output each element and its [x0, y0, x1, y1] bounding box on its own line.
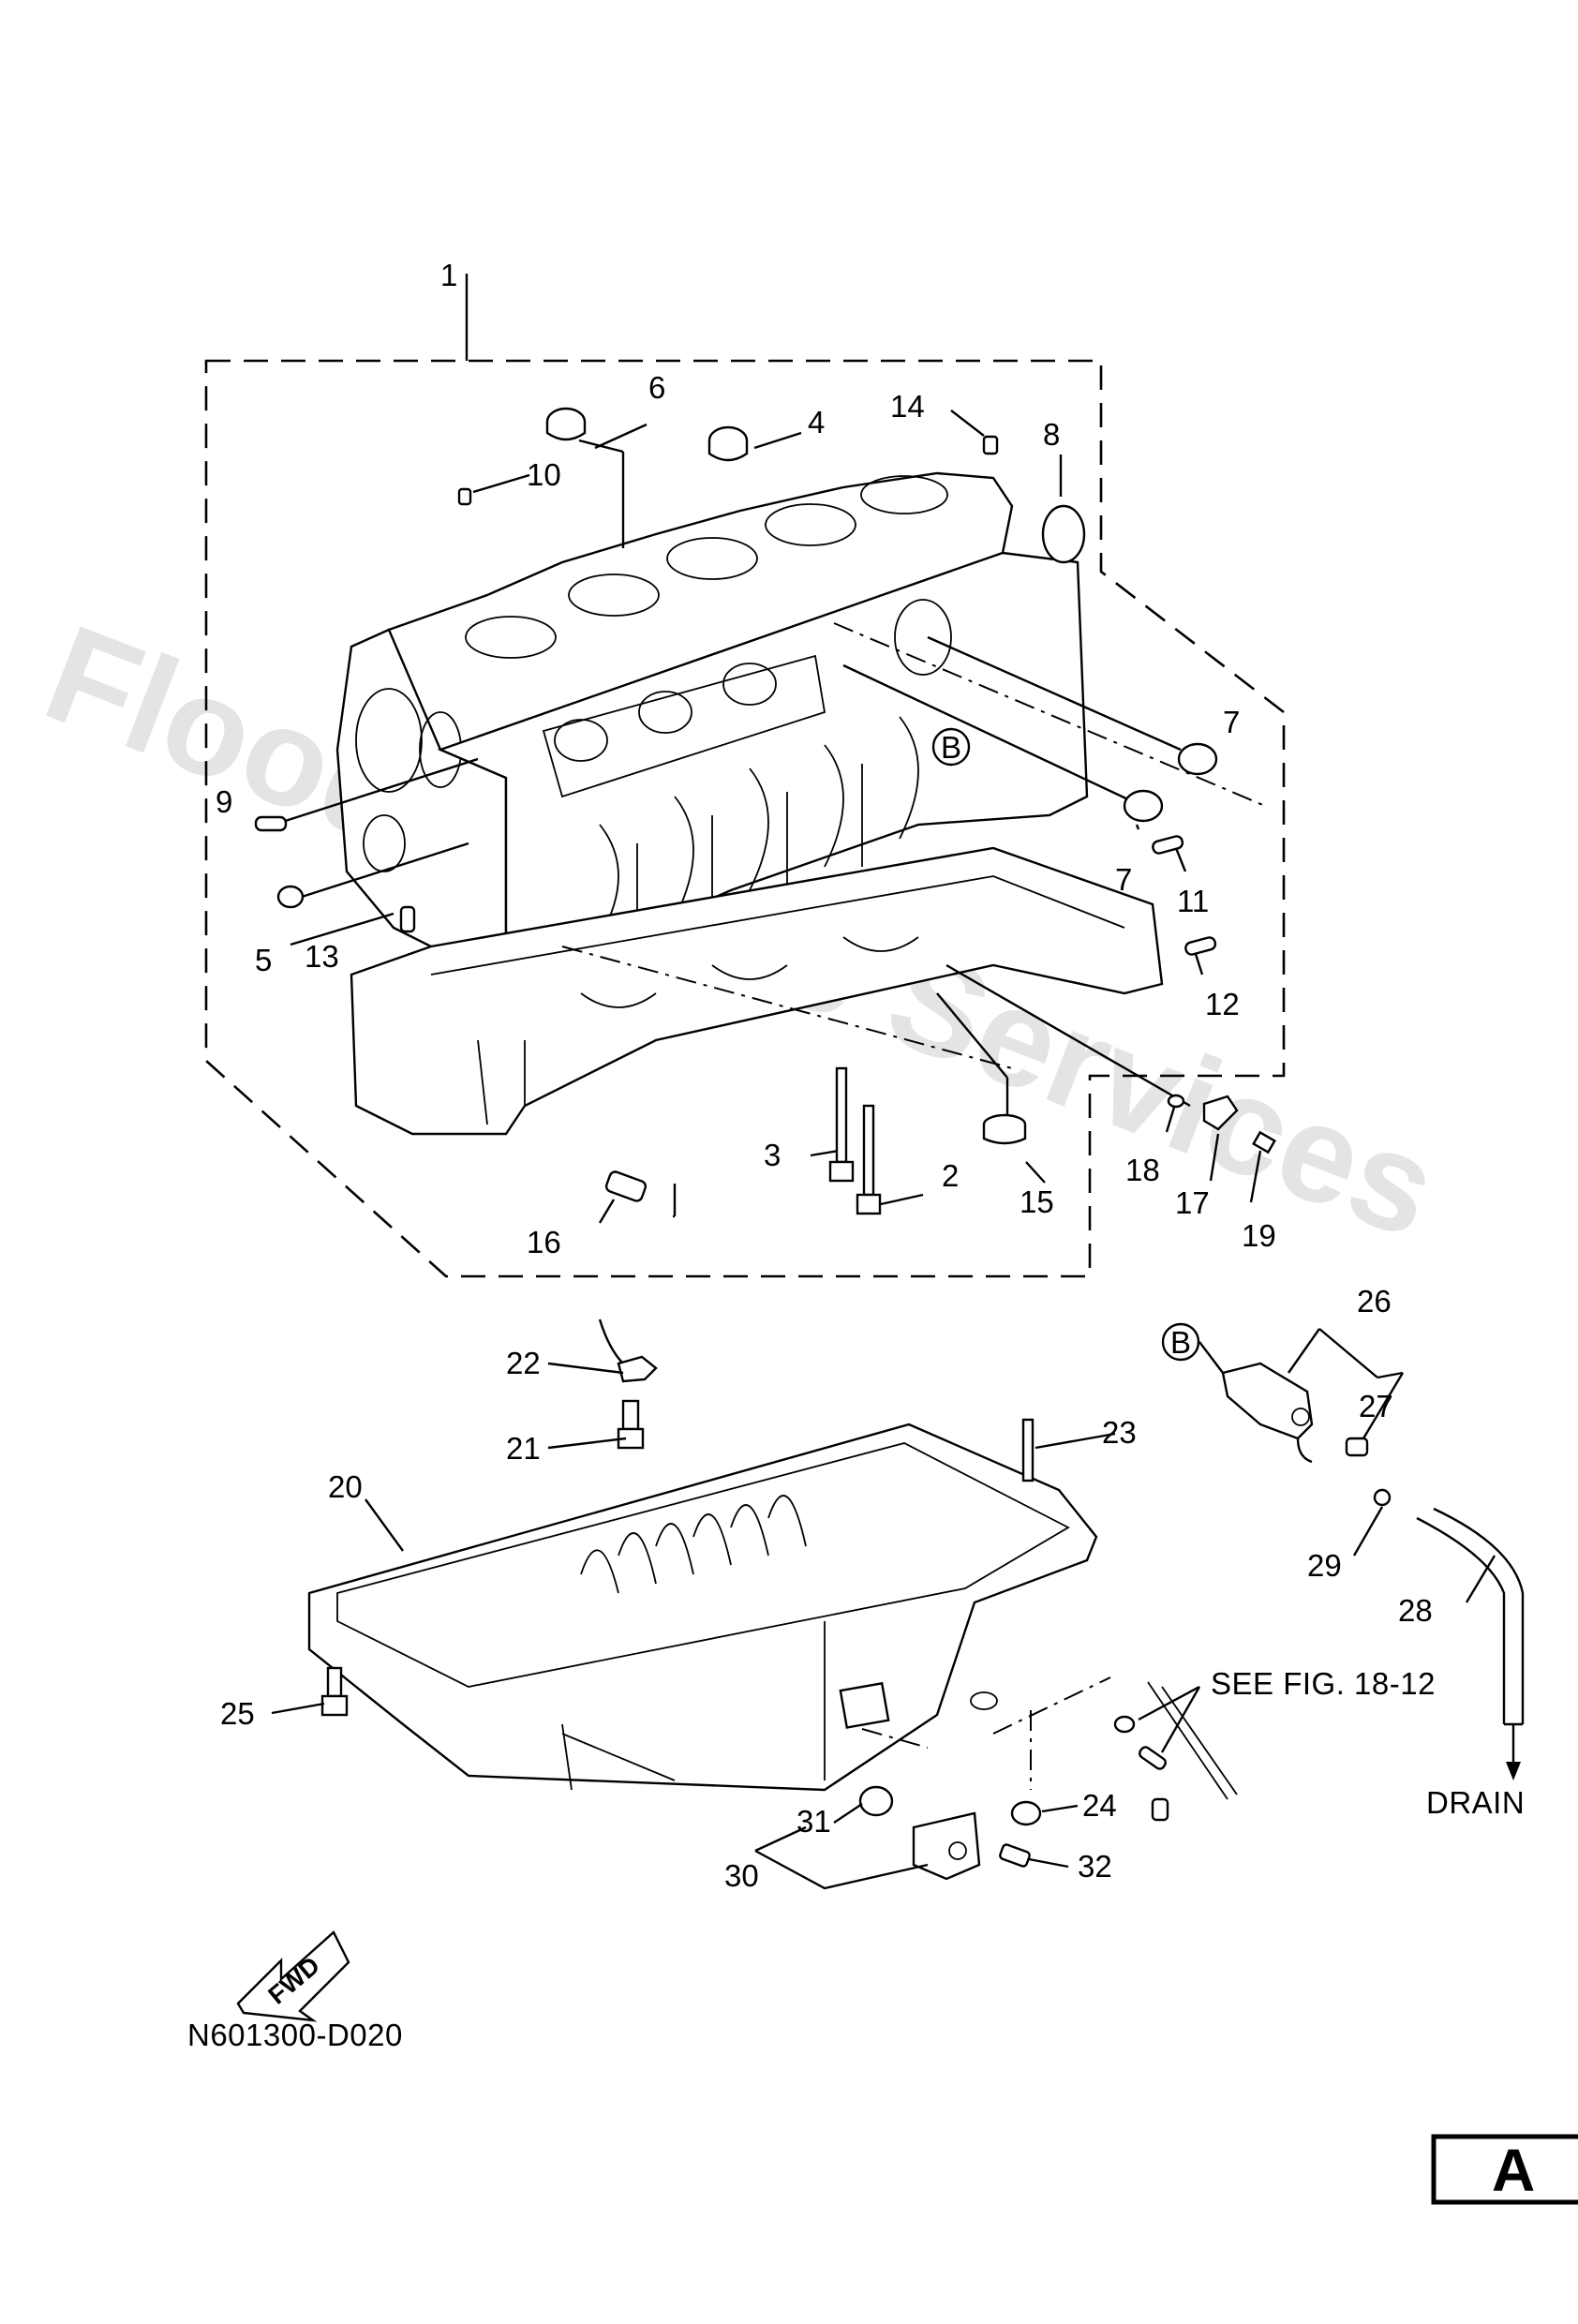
callout-2: 2 [942, 1158, 959, 1193]
callout-31: 31 [796, 1804, 831, 1839]
callout-20: 20 [328, 1469, 363, 1504]
ref-marker-b-upper: B [941, 730, 962, 765]
callout-30: 30 [724, 1858, 759, 1893]
callout-26: 26 [1357, 1284, 1392, 1318]
callout-7b: 7 [1115, 862, 1132, 897]
callout-19: 19 [1242, 1218, 1276, 1253]
oil-pan-small-parts: B FWD [236, 1318, 1525, 2022]
oil-pan [307, 1423, 1111, 1792]
callout-11: 11 [1177, 884, 1209, 918]
callout-22: 22 [506, 1346, 541, 1380]
callout-27: 27 [1359, 1389, 1393, 1423]
callout-6: 6 [648, 370, 665, 405]
callout-5: 5 [255, 943, 272, 977]
callout-25: 25 [220, 1696, 255, 1731]
callout-18: 18 [1125, 1153, 1160, 1187]
section-letter: A [1492, 2137, 1535, 2204]
drain-label: DRAIN [1426, 1785, 1525, 1820]
callout-16: 16 [527, 1225, 561, 1259]
callout-4: 4 [808, 405, 825, 439]
callout-32: 32 [1078, 1849, 1112, 1884]
oil-pan-leaders [271, 1328, 1496, 1890]
block-small-parts: B [254, 407, 1276, 1215]
callout-29: 29 [1307, 1548, 1342, 1583]
callout-12: 12 [1205, 987, 1240, 1021]
see-fig-label: SEE FIG. 18-12 [1211, 1666, 1436, 1701]
fwd-arrow-icon: FWD [236, 1930, 350, 2022]
callout-3: 3 [764, 1138, 781, 1172]
callout-23: 23 [1102, 1415, 1137, 1450]
diagram-code: N601300-D020 [187, 2018, 403, 2052]
callout-9: 9 [216, 784, 232, 819]
callout-numbers: 1 6 4 14 8 10 7 7 9 11 5 13 12 3 2 15 18… [216, 258, 1433, 1893]
block-leaders [273, 410, 1262, 1224]
callout-28: 28 [1398, 1593, 1433, 1628]
callout-7a: 7 [1223, 705, 1240, 739]
callout-24: 24 [1082, 1788, 1117, 1823]
cylinder-block-boundary [204, 359, 1286, 1278]
callout-10: 10 [527, 457, 561, 492]
callout-21: 21 [506, 1431, 541, 1466]
callout-8: 8 [1043, 417, 1060, 452]
cylinder-block [335, 471, 1266, 1136]
callout-17: 17 [1175, 1185, 1210, 1220]
callout-13: 13 [305, 939, 339, 974]
section-letter-box: A [1431, 2134, 1578, 2205]
callout-14: 14 [890, 389, 925, 424]
ref-marker-b-lower: B [1170, 1325, 1192, 1360]
callout-1: 1 [440, 258, 457, 292]
callout-15: 15 [1020, 1184, 1054, 1219]
